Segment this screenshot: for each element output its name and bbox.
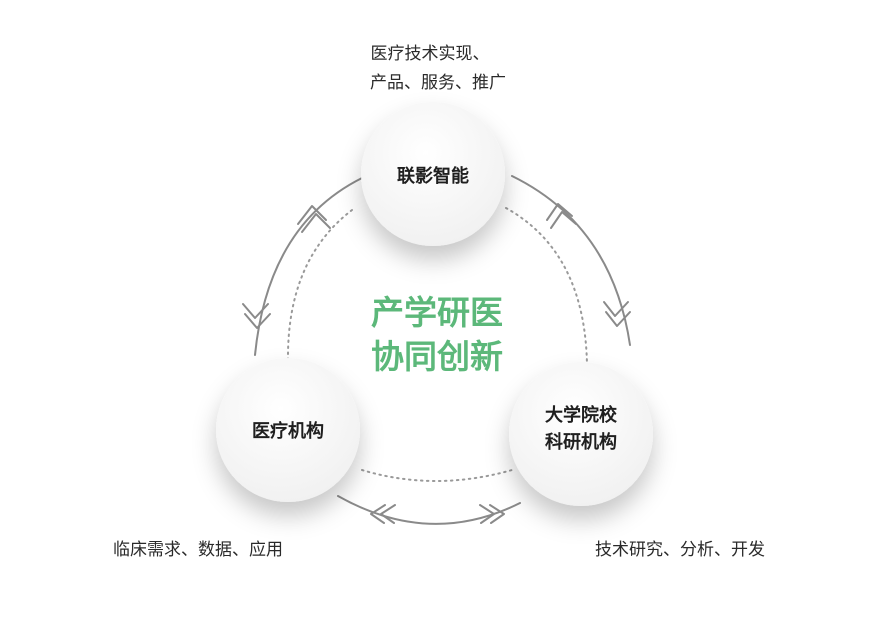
caption-top-line1: 医疗技术实现、 bbox=[371, 44, 490, 64]
dotted-arc-bottom bbox=[361, 469, 513, 482]
node-top-label: 联影智能 bbox=[397, 165, 469, 187]
node-right: 大学院校 科研机构 bbox=[509, 362, 653, 506]
caption-left: 临床需求、数据、应用 bbox=[113, 540, 283, 560]
chevron-icon bbox=[479, 504, 505, 524]
caption-top: 医疗技术实现、 产品、服务、推广 bbox=[370, 44, 506, 93]
chevron-icon bbox=[297, 205, 331, 233]
dotted-arc-left bbox=[286, 209, 353, 361]
node-right-circle bbox=[509, 362, 653, 506]
arc-right-left bbox=[337, 495, 521, 525]
chevron-icon bbox=[546, 203, 577, 229]
node-right-label-line1: 大学院校 bbox=[545, 404, 618, 426]
arc-chevrons bbox=[242, 203, 631, 524]
caption-top-line2: 产品、服务、推广 bbox=[370, 73, 506, 93]
center-title-line1: 产学研医 bbox=[371, 293, 503, 332]
node-left-label: 医疗机构 bbox=[252, 420, 324, 442]
chevron-icon bbox=[603, 301, 631, 327]
chevron-icon bbox=[370, 504, 396, 524]
center-title: 产学研医 协同创新 bbox=[371, 293, 503, 376]
dotted-arc-right bbox=[505, 207, 588, 366]
center-title-line2: 协同创新 bbox=[371, 337, 503, 376]
node-top-circle bbox=[361, 102, 505, 246]
node-top: 联影智能 bbox=[361, 102, 505, 246]
arc-left-top bbox=[254, 177, 363, 356]
node-left-circle bbox=[216, 358, 360, 502]
node-right-label-line2: 科研机构 bbox=[545, 431, 617, 453]
caption-right: 技术研究、分析、开发 bbox=[595, 540, 765, 560]
inner-dotted-ring bbox=[286, 207, 588, 482]
chevron-icon bbox=[242, 303, 271, 329]
node-left: 医疗机构 bbox=[216, 358, 360, 502]
